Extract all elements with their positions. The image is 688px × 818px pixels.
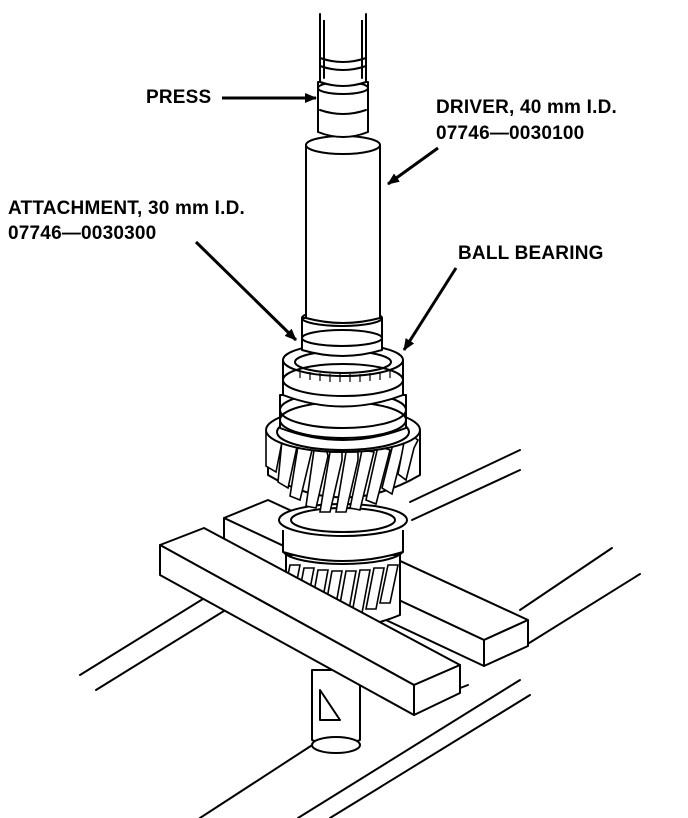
driver-tube — [305, 135, 381, 324]
shaft-lower — [311, 669, 361, 754]
attachment-leader-arrow — [194, 240, 298, 342]
press-ram — [316, 0, 370, 138]
ball-bearing-label: BALL BEARING — [458, 243, 604, 264]
leader-arrows — [194, 93, 458, 351]
driver-part-number: 07746—0030100 — [436, 123, 585, 144]
press-label: PRESS — [146, 87, 212, 108]
front-block — [159, 527, 461, 716]
driver-label-line1: DRIVER, 40 mm I.D. — [436, 97, 617, 118]
attachment-part-number: 07746—0030300 — [8, 223, 157, 244]
attachment-ring — [301, 309, 383, 357]
ball-bearing-leader-arrow — [402, 267, 458, 351]
attachment-label-line1: ATTACHMENT, 30 mm I.D. — [8, 198, 245, 219]
driver-leader-arrow — [387, 146, 439, 186]
